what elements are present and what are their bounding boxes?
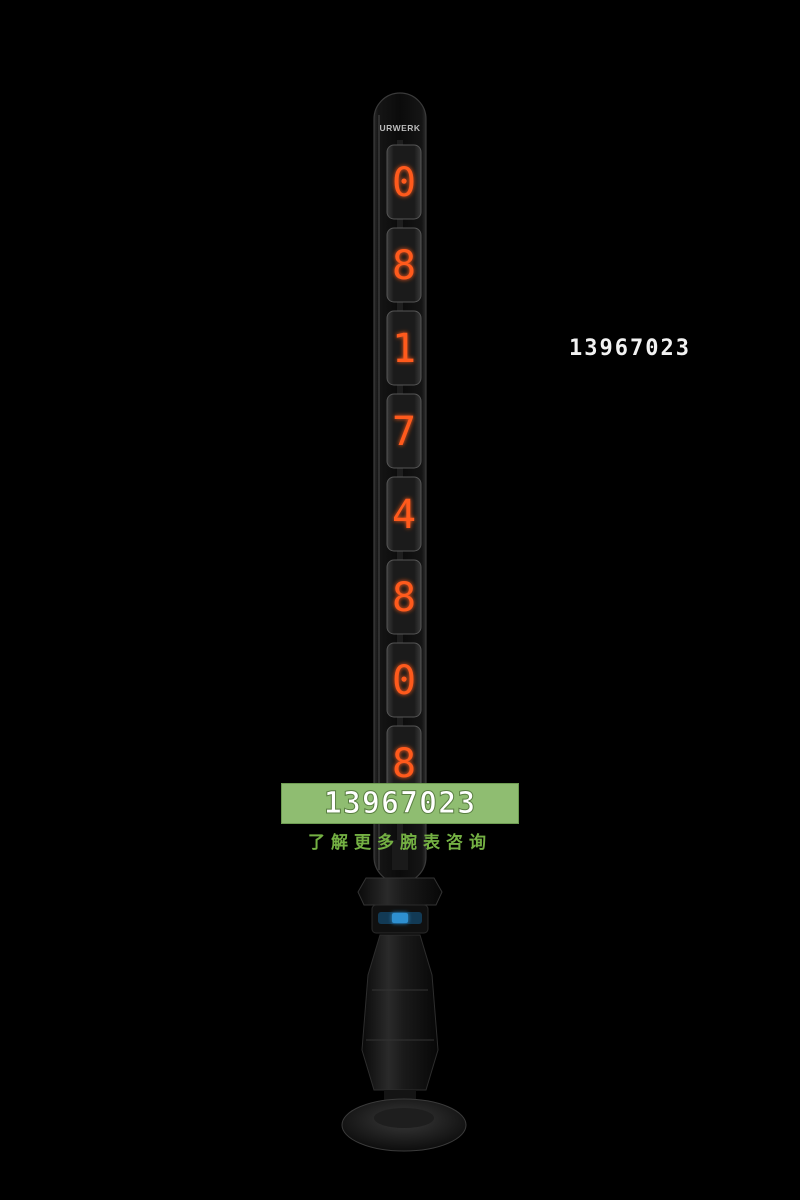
lamp-base (341, 840, 467, 1152)
base-body (361, 934, 439, 1091)
blue-light-glow (392, 913, 408, 923)
nixie-digit: 0 (392, 658, 416, 704)
promo-caption: 了解更多腕表咨询 (308, 833, 492, 853)
nixie-cell (386, 642, 422, 718)
nixie-tube-stack: 0 8 1 7 4 8 0 8 (386, 144, 422, 801)
nixie-cell (386, 144, 422, 220)
nixie-digit: 0 (392, 160, 416, 206)
promo-phone-number: 13967023 (323, 786, 477, 822)
brand-logo: URWERK (379, 123, 420, 133)
nixie-digit: 4 (392, 492, 416, 538)
base-neck (392, 840, 408, 870)
nixie-cell (386, 559, 422, 635)
nixie-digit: 8 (392, 243, 416, 289)
promo-banner: 13967023 (281, 783, 519, 824)
nixie-cell (386, 310, 422, 386)
phone-number-text: 13967023 (569, 336, 691, 361)
nixie-digit: 1 (392, 326, 416, 372)
nixie-digit: 8 (392, 575, 416, 621)
nixie-cell (386, 393, 422, 469)
nixie-digit: 7 (392, 409, 416, 455)
nixie-digit: 8 (392, 741, 416, 787)
nixie-cell (386, 227, 422, 303)
nixie-cell (386, 476, 422, 552)
base-foot-top (374, 1108, 434, 1128)
base-collar (357, 877, 443, 906)
